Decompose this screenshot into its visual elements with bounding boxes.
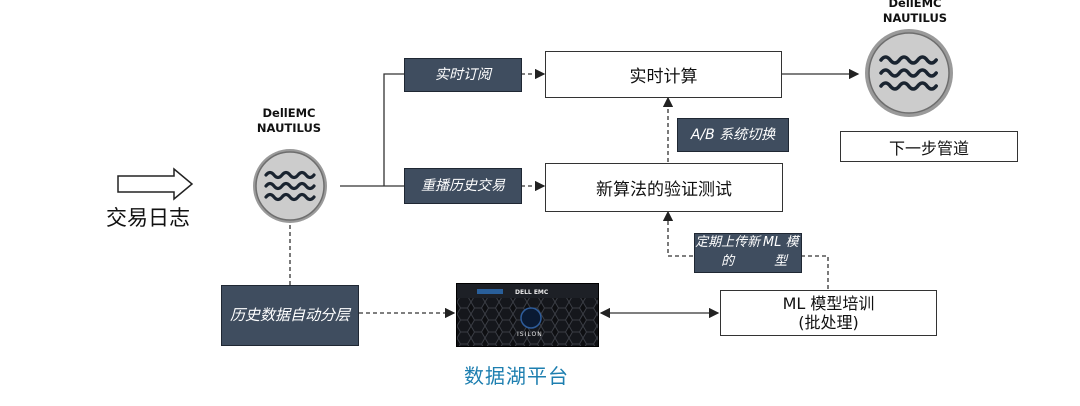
- tag-replay-history: 重播历史交易: [404, 168, 522, 204]
- storage-array: DELL EMC ISILON: [456, 283, 599, 347]
- storage-brand: DELL EMC: [515, 289, 549, 296]
- tag-realtime-subscribe: 实时订阅: [404, 58, 522, 92]
- brand-label-top: DellEMC NAUTILUS: [860, 0, 970, 26]
- link-to-subscribe: [383, 73, 404, 186]
- box-next-pipeline: 下一步管道: [840, 131, 1018, 162]
- brand-left-line1: DellEMC: [262, 106, 316, 120]
- wave-icon: [264, 170, 316, 202]
- nautilus-circle-left: [253, 149, 327, 223]
- storage-array-icon: [457, 284, 598, 346]
- wave-icon: [879, 55, 938, 91]
- tag-auto-tiering: 历史数据 自动分层: [221, 285, 359, 346]
- tiering-line1: 历史数据: [229, 305, 290, 324]
- training-line1: ML 模型培训: [782, 293, 875, 313]
- tag-ab-switch: A/B 系统切换: [677, 118, 789, 152]
- brand-top-line2: NAUTILUS: [882, 11, 948, 25]
- tiering-line2: 自动分层: [290, 305, 351, 324]
- box-algorithm-validation: 新算法的验证测试: [545, 163, 783, 212]
- box-ml-training: ML 模型培训 (批处理): [720, 290, 937, 336]
- brand-left-line2: NAUTILUS: [256, 121, 322, 135]
- nautilus-circle-top: [865, 29, 953, 117]
- data-lake-label: 数据湖平台: [464, 364, 569, 388]
- upload-line1: 定期上传新的: [695, 235, 761, 269]
- training-line2: (批处理): [798, 313, 859, 332]
- tag-upload-models: 定期上传新的 ML 模型: [694, 233, 802, 273]
- brand-label-left: DellEMC NAUTILUS: [234, 106, 344, 136]
- arrow-right-outline-icon: [117, 167, 194, 201]
- storage-product: ISILON: [517, 331, 543, 338]
- upload-line2: ML 模型: [762, 235, 799, 269]
- brand-top-line1: DellEMC: [888, 0, 942, 10]
- box-realtime-compute: 实时计算: [545, 51, 782, 98]
- input-label: 交易日志: [106, 206, 190, 230]
